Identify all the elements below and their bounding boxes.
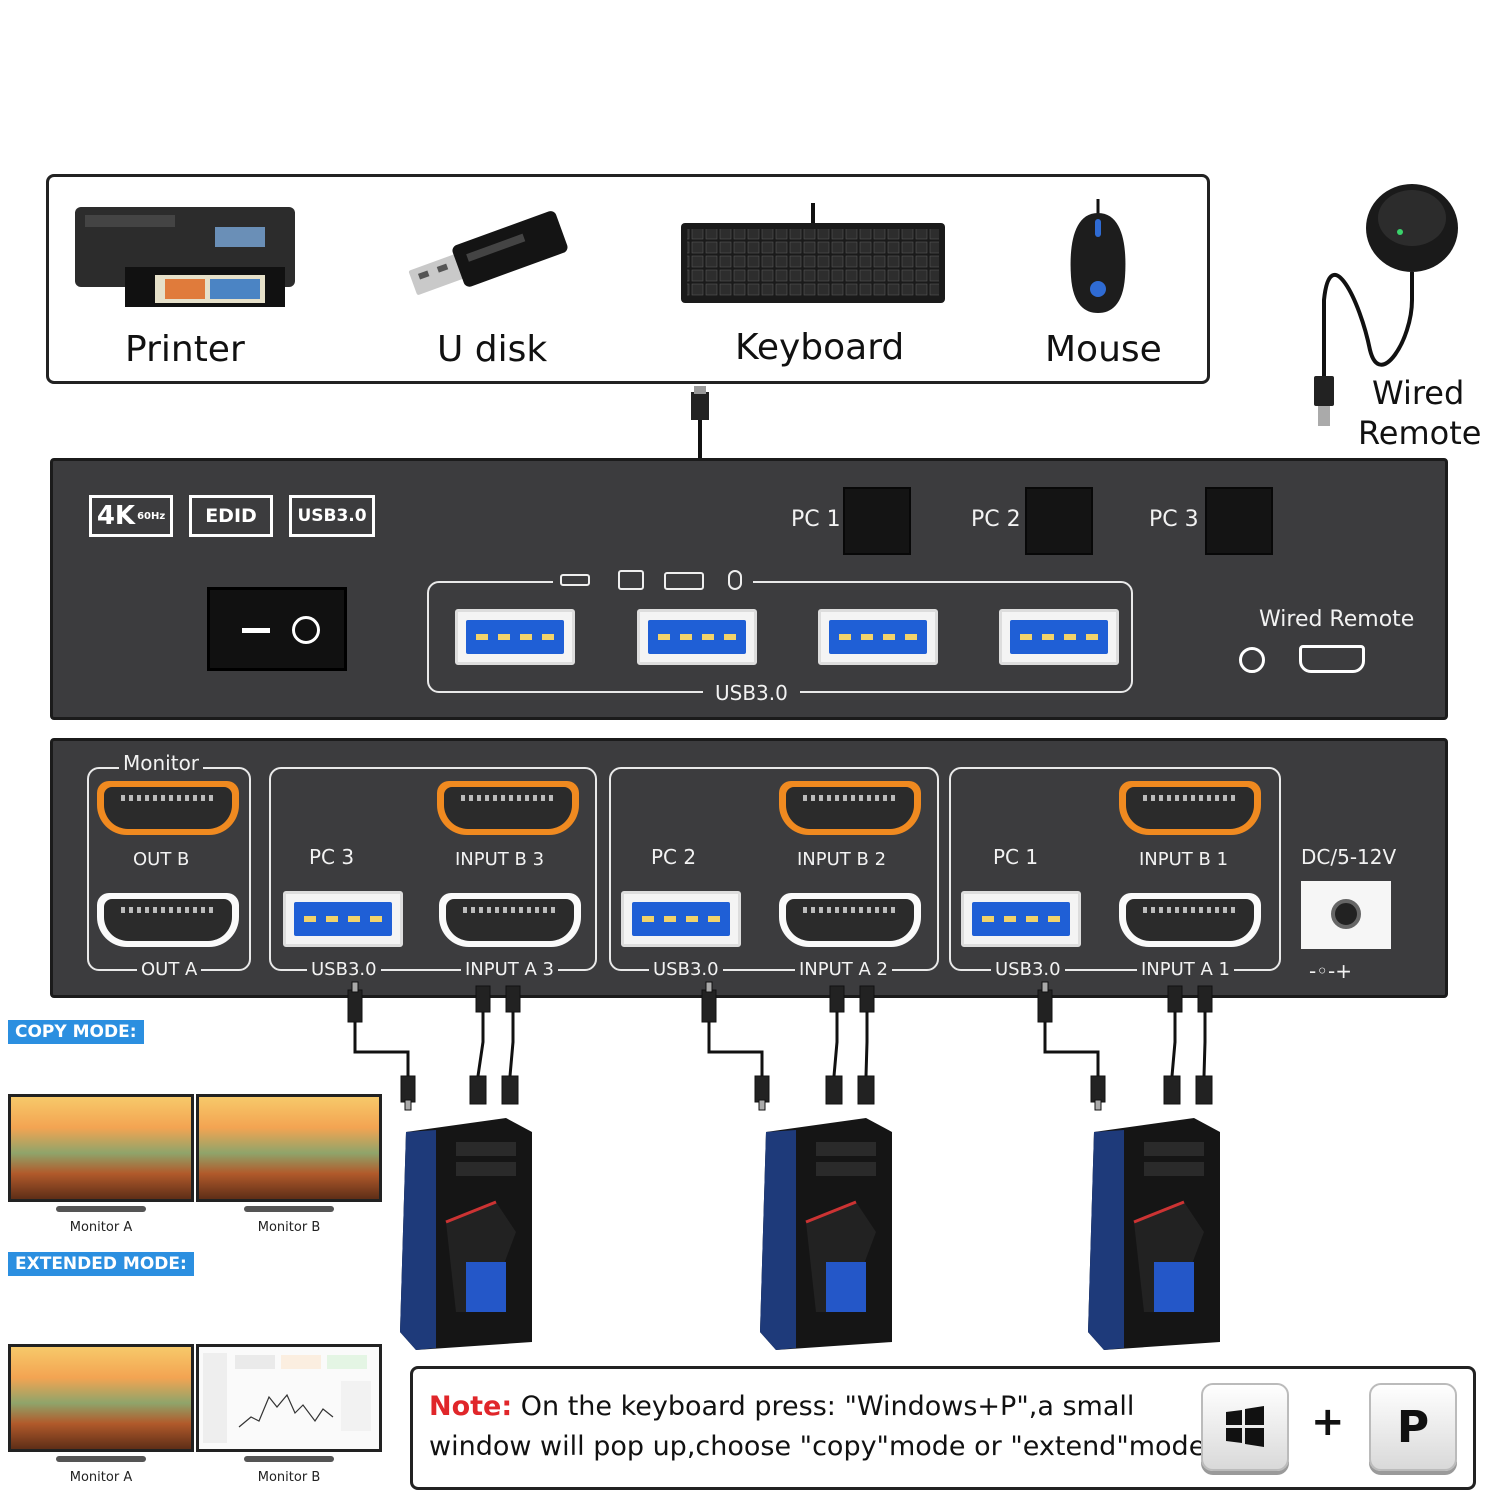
usb-port-2[interactable]: [637, 609, 757, 665]
input-a1-port[interactable]: [1119, 893, 1261, 947]
input-a1-label: INPUT A 1: [1137, 959, 1235, 980]
pc3-button[interactable]: [1205, 487, 1273, 555]
badge-60hz-text: 60Hz: [137, 510, 166, 522]
badge-4k: 4K 60Hz: [89, 495, 173, 537]
copy-monitor-a-label: Monitor A: [69, 1220, 133, 1235]
kvm-back-panel: Monitor OUT B OUT A PC 3 INPUT B 3 USB3.…: [50, 738, 1448, 998]
note-line2: window will pop up,choose "copy"mode or …: [429, 1431, 1206, 1462]
power-off-mark: [292, 616, 320, 644]
monitor-label: Monitor: [119, 751, 204, 775]
keyboard-label: Keyboard: [735, 327, 905, 368]
mouse-label: Mouse: [1045, 329, 1162, 370]
pc1-group-label: PC 1: [989, 845, 1043, 869]
input-b1-port[interactable]: [1119, 781, 1261, 835]
copy-mode-badge: COPY MODE:: [8, 1020, 144, 1044]
badge-usb: USB3.0: [289, 495, 375, 537]
remote-label-line1: Wired: [1372, 374, 1465, 412]
keyboard-icon: [681, 203, 945, 303]
udisk-label: U disk: [437, 329, 548, 370]
input-a2-label: INPUT A 2: [795, 959, 893, 980]
polarity-symbol: -◦-+: [1309, 959, 1352, 983]
pc2-button[interactable]: [1025, 487, 1093, 555]
pc1-button[interactable]: [843, 487, 911, 555]
ext-monitor-b-screen: [196, 1344, 382, 1452]
dc-jack[interactable]: [1301, 881, 1391, 949]
out-a-label: OUT A: [137, 959, 202, 980]
peripherals-box: Printer U disk Keyboard Mouse: [46, 174, 1210, 384]
ext-monitor-b-label: Monitor B: [257, 1470, 321, 1485]
mouse-icon: [1070, 199, 1126, 313]
p-key: P: [1369, 1383, 1457, 1471]
input-b3-port[interactable]: [437, 781, 579, 835]
remote-label-line2: Remote: [1358, 414, 1482, 452]
usb-port-3[interactable]: [818, 609, 938, 665]
usb-port-4[interactable]: [999, 609, 1119, 665]
pc3-usb-port[interactable]: [283, 891, 403, 947]
wired-remote-port-label: Wired Remote: [1259, 607, 1415, 632]
copy-monitor-a-screen: [8, 1094, 194, 1202]
input-b3-label: INPUT B 3: [455, 849, 545, 870]
out-b-port[interactable]: [97, 781, 239, 835]
pc1-group-outline: [949, 767, 1281, 971]
power-switch[interactable]: [207, 587, 347, 671]
power-on-mark: [242, 628, 270, 633]
usb-port-1[interactable]: [455, 609, 575, 665]
peripheral-symbols-icon: [553, 567, 753, 593]
pc3-label: PC 3: [1149, 507, 1199, 532]
pc3-usb-label: USB3.0: [307, 959, 381, 980]
note-box: Note: On the keyboard press: "Windows+P"…: [410, 1366, 1476, 1490]
pc1-usb-label: USB3.0: [991, 959, 1065, 980]
note-line1: On the keyboard press: "Windows+P",a sma…: [512, 1391, 1135, 1422]
dc-label: DC/5-12V: [1301, 845, 1397, 869]
copy-monitor-a-stand: [56, 1206, 146, 1212]
pc2-tower-icon: [760, 1118, 892, 1350]
pc2-usb-port[interactable]: [621, 891, 741, 947]
copy-monitor-b-screen: [196, 1094, 382, 1202]
pc1-label: PC 1: [791, 507, 841, 532]
input-a3-label: INPUT A 3: [461, 959, 559, 980]
ext-monitor-b-stand: [244, 1456, 334, 1462]
copy-monitor-b-stand: [244, 1206, 334, 1212]
pc2-group-label: PC 2: [647, 845, 701, 869]
windows-logo-icon: [1226, 1406, 1264, 1447]
windows-key: [1201, 1383, 1289, 1471]
note-text-line1: Note: On the keyboard press: "Windows+P"…: [429, 1391, 1134, 1422]
extended-mode-badge: EXTENDED MODE:: [8, 1252, 194, 1276]
pc2-label: PC 2: [971, 507, 1021, 532]
pc1-tower-icon: [1088, 1118, 1220, 1350]
usb-group-label: USB3.0: [703, 681, 800, 705]
badge-4k-text: 4K: [96, 501, 136, 531]
wired-remote-icon: [1314, 184, 1458, 426]
copy-monitor-b-label: Monitor B: [257, 1220, 321, 1235]
pc1-usb-port[interactable]: [961, 891, 1081, 947]
pc2-group-outline: [609, 767, 939, 971]
dc-jack-hole-icon: [1331, 899, 1361, 929]
input-b2-label: INPUT B 2: [797, 849, 887, 870]
badge-edid: EDID: [189, 495, 273, 537]
plus-sign: +: [1311, 1399, 1345, 1445]
usb-drive-icon: [408, 211, 568, 295]
note-label: Note:: [429, 1391, 513, 1422]
pc2-usb-label: USB3.0: [649, 959, 723, 980]
input-b2-port[interactable]: [779, 781, 921, 835]
dashboard-graph-icon: [199, 1347, 379, 1449]
kvm-front-panel: 4K 60Hz EDID USB3.0 PC 1 PC 2 PC 3 USB3.…: [50, 458, 1448, 720]
ext-monitor-a-label: Monitor A: [69, 1470, 133, 1485]
input-a2-port[interactable]: [779, 893, 921, 947]
pc3-tower-icon: [400, 1118, 532, 1350]
remote-hdmi-port[interactable]: [1299, 645, 1365, 673]
pc3-group-outline: [269, 767, 597, 971]
pc-cables-icon: [347, 981, 1213, 1111]
printer-icon: [75, 207, 295, 307]
ext-monitor-a-screen: [8, 1344, 194, 1452]
input-b1-label: INPUT B 1: [1139, 849, 1229, 870]
pc3-group-label: PC 3: [305, 845, 359, 869]
out-b-label: OUT B: [133, 849, 190, 870]
out-a-port[interactable]: [97, 893, 239, 947]
input-a3-port[interactable]: [439, 893, 581, 947]
ext-monitor-a-stand: [56, 1456, 146, 1462]
printer-label: Printer: [125, 329, 245, 370]
remote-symbol-icon: [1239, 647, 1265, 673]
